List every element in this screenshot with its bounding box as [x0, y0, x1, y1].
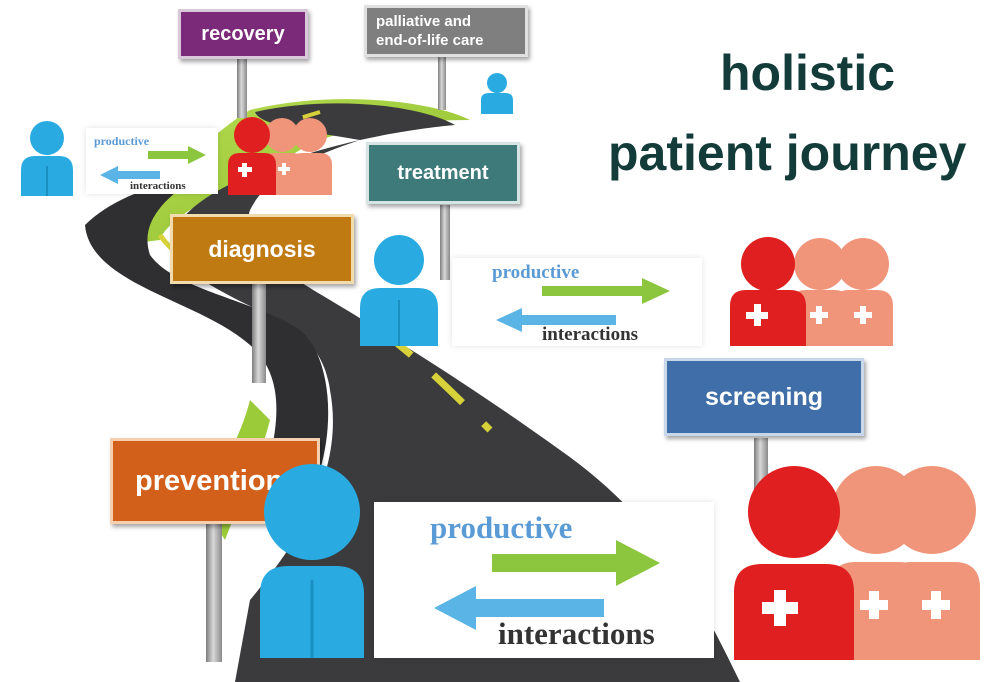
sign-screening-label: screening: [704, 382, 824, 411]
doctor-group-icon: [734, 466, 980, 660]
arrow-left-icon: [496, 308, 616, 332]
patient-icon: [260, 464, 364, 658]
patient-icon: [481, 73, 513, 114]
interaction-panel-small: productive interactions: [86, 128, 218, 194]
productive-label: productive: [492, 262, 580, 283]
interactions-label: interactions: [130, 180, 186, 192]
arrow-right-icon: [542, 278, 670, 304]
sign-palliative: palliative and end-of-life care: [364, 5, 528, 57]
sign-pole: [237, 58, 247, 118]
interaction-panel-large: productive interactions: [374, 502, 714, 658]
title-line-2: patient journey: [608, 125, 967, 181]
productive-label: productive: [430, 510, 573, 545]
sign-pole: [252, 283, 266, 383]
interactions-label: interactions: [498, 616, 655, 651]
road-left-band: [85, 175, 329, 520]
sign-palliative-label-1: palliative and: [376, 13, 472, 30]
sign-palliative-label-2: end-of-life care: [376, 32, 484, 49]
patient-icon: [21, 121, 73, 196]
arrow-right-icon: [148, 146, 206, 164]
sign-pole: [438, 54, 446, 110]
patient-icon: [360, 235, 438, 346]
interaction-panel-medium: productive interactions: [452, 258, 702, 346]
sign-recovery-label: recovery: [201, 22, 285, 45]
arrow-left-icon: [100, 166, 160, 184]
sign-diagnosis-label: diagnosis: [208, 235, 316, 262]
sign-treatment-label: treatment: [397, 161, 489, 184]
doctor-group-icon: [228, 117, 332, 195]
interactions-label: interactions: [542, 324, 639, 345]
sign-treatment: treatment: [366, 142, 520, 204]
sign-diagnosis: diagnosis: [170, 214, 354, 284]
road-center-line: [157, 233, 212, 278]
productive-label: productive: [94, 134, 150, 148]
doctor-group-icon: [730, 237, 893, 346]
arrow-left-icon: [434, 586, 604, 630]
sign-screening: screening: [664, 358, 864, 436]
sign-pole: [206, 522, 222, 662]
title-line-1: holistic: [720, 45, 896, 101]
arrow-right-icon: [492, 540, 660, 586]
sign-pole: [440, 205, 450, 280]
sign-recovery: recovery: [178, 9, 308, 59]
sign-prevention-label: prevention: [135, 464, 284, 497]
